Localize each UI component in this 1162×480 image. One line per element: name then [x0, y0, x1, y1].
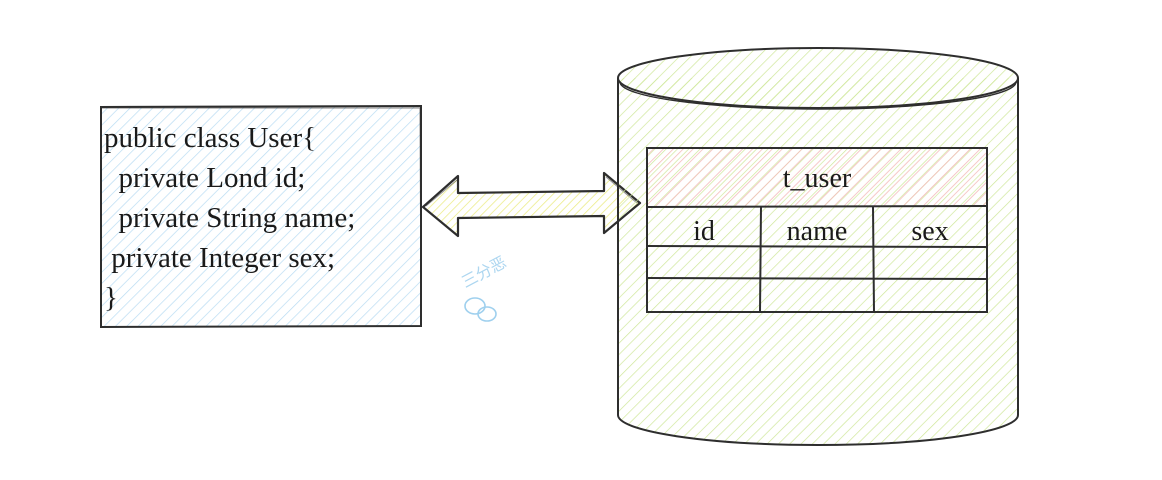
- code-line-4: private Integer sex;: [104, 242, 336, 274]
- code-line-1: public class User{: [104, 122, 317, 154]
- column-header-sex: sex: [911, 216, 949, 247]
- code-line-5: }: [104, 282, 118, 314]
- code-line-2: private Lond id;: [104, 162, 306, 194]
- code-line-3: private String name;: [104, 202, 356, 234]
- wechat-icon: [464, 297, 497, 322]
- column-header-id: id: [693, 216, 715, 247]
- table-title: t_user: [782, 163, 852, 194]
- column-header-name: name: [786, 216, 848, 247]
- t-user-table: [646, 147, 988, 313]
- user-class-box: [100, 104, 422, 329]
- double-arrow: [421, 171, 642, 238]
